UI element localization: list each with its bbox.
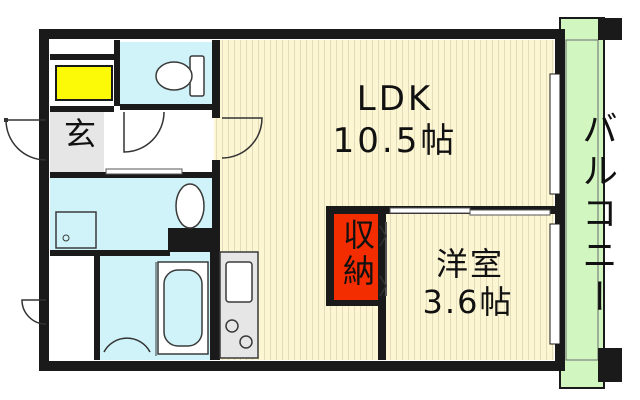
bedroom-size-label: 3.6帖 xyxy=(422,283,514,321)
entrance-label: 玄 xyxy=(63,115,96,153)
wall-toilet-left xyxy=(114,40,120,106)
entrance-door-leaf xyxy=(4,118,8,122)
wall-wash-top xyxy=(50,172,212,178)
ldk-size-label: 10.5帖 xyxy=(332,121,458,161)
balcony-corner-bottom xyxy=(598,348,622,382)
wall-wash-bottom xyxy=(50,250,170,256)
wall-bath-left xyxy=(94,254,100,360)
ldk-door-swing xyxy=(221,117,263,159)
entrance-floor xyxy=(50,112,104,176)
wall-storage-left xyxy=(326,206,334,304)
sliding-door-bedroom2 xyxy=(469,209,551,216)
toilet-bowl xyxy=(155,61,193,91)
stove-burner-2 xyxy=(239,335,253,349)
wall-balcony-window xyxy=(549,73,561,195)
entrance-door-swing xyxy=(5,119,47,161)
bedroom-label: 洋室 xyxy=(435,245,504,283)
stove-burner-1 xyxy=(225,319,239,333)
sliding-door-wash xyxy=(105,168,183,175)
wall-ldk-left xyxy=(212,40,220,118)
outer-wall xyxy=(39,29,565,371)
balcony-corner-top xyxy=(598,18,622,40)
bathtub-basin xyxy=(163,269,203,347)
storage-label: 収納 xyxy=(338,218,376,290)
toilet-door-swing xyxy=(123,111,165,153)
balcony-floor xyxy=(559,17,605,389)
washing-drain xyxy=(62,234,70,242)
sliding-door-bedroom xyxy=(389,207,471,214)
kitchen-sink xyxy=(225,261,253,303)
storage-fill xyxy=(332,214,378,300)
wall-balcony-window2 xyxy=(549,223,561,345)
balcony-inner-line xyxy=(565,39,599,361)
wall-entrance-top xyxy=(50,106,114,112)
wall-bath-step xyxy=(168,228,214,252)
bedroom-floor xyxy=(386,214,554,360)
wall-closet-top xyxy=(50,54,114,60)
balcony-label: バルコニー xyxy=(576,110,617,320)
wall-storage-bottom xyxy=(326,300,384,306)
shoe-box xyxy=(55,65,113,101)
closet-door-zigzag xyxy=(379,225,387,297)
wash-basin xyxy=(175,183,205,229)
washing-machine-pan xyxy=(55,211,97,249)
wall-bedroom-left xyxy=(378,214,386,360)
side-door-swing xyxy=(21,299,47,325)
bath-door-swing xyxy=(103,337,151,353)
ldk-label: LDK xyxy=(356,79,434,119)
wall-toilet-bottom xyxy=(120,104,212,110)
wall-kitchen-left xyxy=(210,252,218,360)
